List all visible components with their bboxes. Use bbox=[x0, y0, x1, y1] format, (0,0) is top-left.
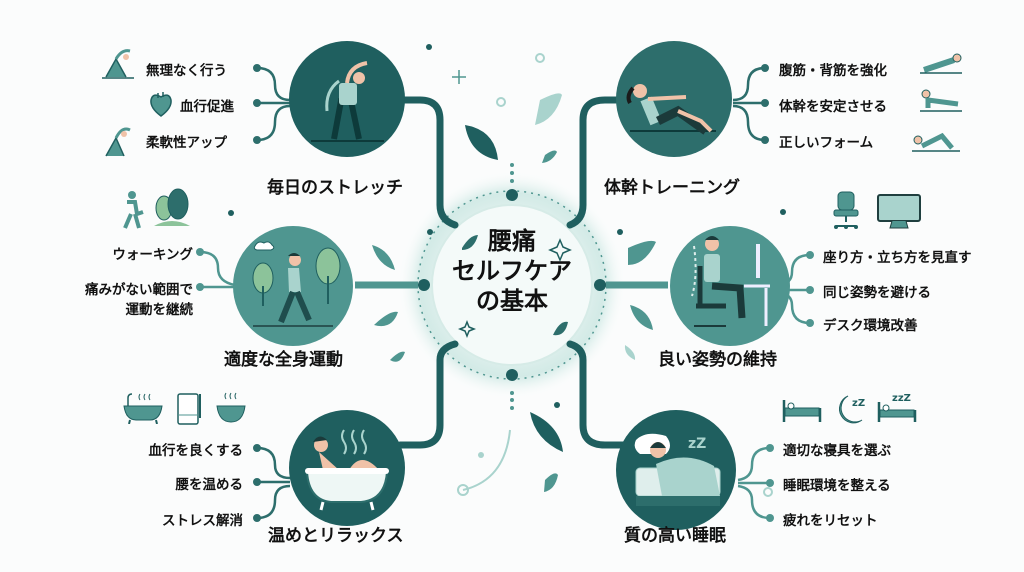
bridge-icon bbox=[912, 132, 960, 152]
bath-node bbox=[289, 410, 405, 526]
plank-icon bbox=[920, 53, 962, 74]
moon-zzz-icon: zZ bbox=[839, 395, 865, 424]
walking-item-3: 運動を継続 bbox=[125, 302, 194, 318]
sleep-node: zZ bbox=[616, 410, 736, 530]
posture-title: 良い姿勢の維持 bbox=[658, 350, 777, 370]
walking-item-1: ウォーキング bbox=[112, 247, 193, 263]
sleep-item-3: 疲れをリセット bbox=[783, 513, 878, 529]
sleeping-person-icon: zZ bbox=[634, 433, 721, 506]
svg-text:zzZ: zzZ bbox=[892, 393, 911, 404]
bath-item-3: ストレス解消 bbox=[162, 513, 243, 529]
bed-zzz-icon: zzZ bbox=[877, 393, 917, 422]
bath-item-2: 腰を温める bbox=[175, 477, 244, 493]
stretch-item-3: 柔軟性アップ bbox=[146, 135, 227, 151]
zzz-text: zZ bbox=[688, 436, 706, 452]
pushup-icon bbox=[920, 89, 962, 112]
trees-icon bbox=[154, 188, 190, 226]
situp-person-icon bbox=[626, 84, 716, 135]
posture-item-3: デスク環境改善 bbox=[823, 318, 918, 334]
posture-node bbox=[670, 226, 790, 346]
stretch-title: 毎日のストレッチ bbox=[267, 178, 403, 198]
hot-bowl-icon bbox=[216, 392, 246, 423]
sleep-item-2: 睡眠環境を整える bbox=[783, 478, 891, 494]
walking-node bbox=[233, 226, 353, 346]
center-title-line3: の基本 bbox=[476, 287, 548, 315]
svg-text:zZ: zZ bbox=[852, 398, 865, 409]
posture-item-1: 座り方・立ち方を見直す bbox=[823, 250, 972, 266]
sleep-item-1: 適切な寝具を選ぶ bbox=[783, 443, 891, 459]
posture-item-2: 同じ姿勢を避ける bbox=[823, 285, 931, 301]
monitor-icon bbox=[877, 194, 921, 229]
bath-title: 温めとリラックス bbox=[268, 526, 404, 546]
heart-icon bbox=[150, 92, 172, 117]
walking-title: 適度な全身運動 bbox=[224, 350, 343, 370]
bath-item-1: 血行を良くする bbox=[148, 443, 244, 459]
stretch-person-icon bbox=[311, 61, 384, 142]
walking-item-2: 痛みがない範囲で bbox=[85, 282, 193, 298]
stretch-node bbox=[289, 41, 405, 157]
center-title-line2: セルフケア bbox=[452, 257, 572, 285]
bathtub-icon bbox=[123, 393, 163, 424]
walker-icon bbox=[123, 191, 144, 229]
center-title: 腰痛 セルフケア の基本 bbox=[432, 226, 592, 316]
desk-posture-icon bbox=[691, 236, 770, 327]
sleep-title: 質の高い睡眠 bbox=[624, 526, 726, 546]
stretch-icon bbox=[105, 127, 131, 157]
decorative-leaves bbox=[372, 93, 656, 492]
core-title: 体幹トレーニング bbox=[604, 178, 740, 198]
towel-icon bbox=[177, 393, 201, 425]
core-node bbox=[616, 41, 732, 157]
core-item-1: 腹筋・背筋を強化 bbox=[779, 63, 887, 79]
office-chair-icon bbox=[833, 191, 859, 229]
stretch-item-2: 血行促進 bbox=[180, 99, 234, 115]
walking-person-icon bbox=[252, 241, 341, 327]
core-item-3: 正しいフォーム bbox=[779, 135, 874, 151]
bed-icon bbox=[782, 400, 822, 422]
bath-person-icon bbox=[305, 429, 389, 511]
stretch-item-1: 無理なく行う bbox=[146, 63, 227, 79]
stretch-icon bbox=[102, 49, 134, 79]
core-item-2: 体幹を安定させる bbox=[779, 99, 887, 115]
center-title-line1: 腰痛 bbox=[488, 227, 536, 255]
